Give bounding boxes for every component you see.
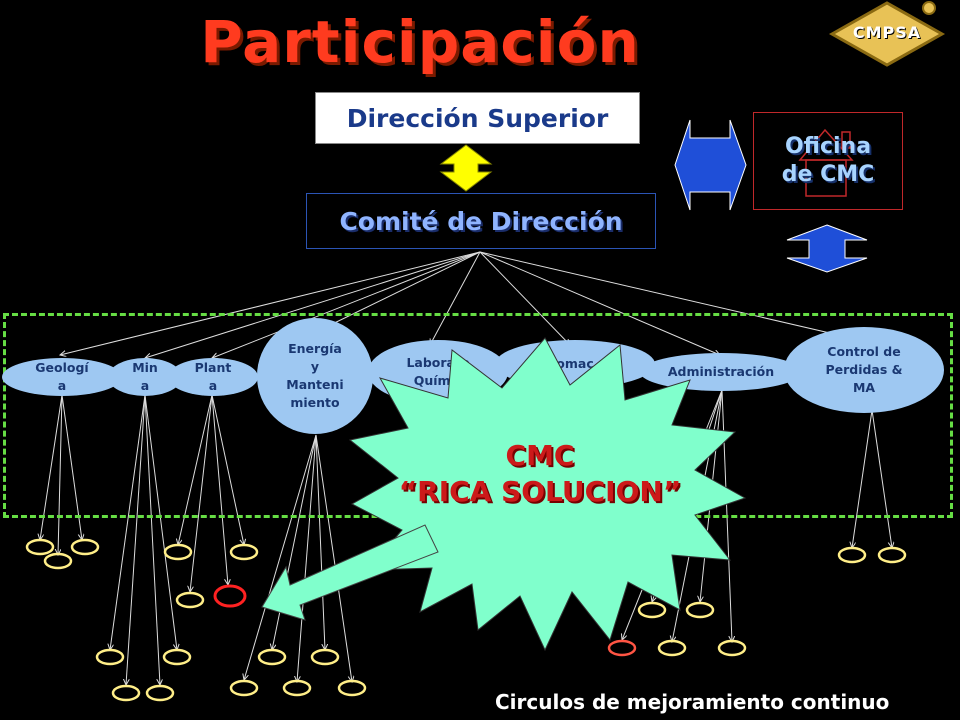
area-label: MA	[852, 380, 876, 395]
area-mina: Min a	[108, 358, 182, 396]
area-label: Min	[132, 360, 158, 375]
area-label: Manteni	[286, 377, 344, 392]
circle-node	[310, 648, 340, 666]
house-icon	[798, 128, 854, 197]
direccion-superior-box: Dirección Superior	[315, 92, 640, 144]
circle-node	[229, 679, 259, 697]
cmc-pointer-arrow	[261, 524, 439, 621]
yellow-double-arrow-icon	[439, 144, 493, 192]
circle-node	[717, 639, 747, 657]
area-planta: Plant a	[168, 358, 258, 396]
comite-direccion-box: Comité de Dirección	[306, 193, 656, 249]
area-label: Administración	[667, 364, 775, 379]
cmc-title: CMC	[505, 439, 575, 472]
cmc-starburst-shape	[348, 337, 747, 652]
circle-node	[95, 648, 125, 666]
area-label: omac	[556, 356, 594, 371]
area-label: y	[310, 359, 320, 374]
circle-node	[162, 648, 192, 666]
circle-node	[877, 546, 907, 564]
area-control-perdidas: Control de Perdidas & MA	[784, 327, 944, 413]
blue-horizontal-arrow-icon	[674, 119, 747, 211]
circle-node	[837, 546, 867, 564]
area-label: a	[57, 378, 67, 393]
page-title: Participación	[200, 8, 640, 76]
area-label: Geologí	[35, 360, 89, 375]
oficina-line1: Oficina	[784, 134, 872, 159]
area-label: Control de	[827, 344, 901, 359]
oficina-line2: de CMC	[781, 162, 875, 187]
area-label: Plant	[194, 360, 232, 375]
circle-node	[257, 648, 287, 666]
highlighted-circle-node	[213, 584, 247, 608]
circle-node	[685, 601, 715, 619]
highlighted-circle-node	[607, 639, 637, 657]
cmc-callout: CMC “RICA SOLUCION”	[360, 438, 720, 510]
circle-node	[657, 639, 687, 657]
circle-node	[43, 552, 73, 570]
area-label: miento	[290, 395, 340, 410]
area-label: a	[208, 378, 218, 393]
cmpsa-logo-text: CMPSA	[852, 23, 922, 42]
circle-node	[163, 543, 193, 561]
cmpsa-logo-icon	[828, 1, 946, 67]
circle-node	[229, 543, 259, 561]
area-label: Energía	[288, 341, 342, 356]
area-administracion: Administración	[640, 353, 802, 391]
circulos-group	[25, 538, 907, 702]
circle-node	[111, 684, 141, 702]
circle-node	[637, 601, 667, 619]
oficina-cmc-box: Oficina de CMC	[753, 112, 903, 210]
blue-vertical-arrow-icon	[786, 224, 868, 273]
cmc-subtitle: “RICA SOLUCION”	[398, 475, 682, 508]
circle-node	[337, 679, 367, 697]
circle-node	[25, 538, 55, 556]
circle-node	[175, 591, 205, 609]
circle-node	[145, 684, 175, 702]
circle-node	[282, 679, 312, 697]
area-label: Perdidas &	[825, 362, 903, 377]
area-label: a	[140, 378, 150, 393]
circle-node	[70, 538, 100, 556]
area-geologia: Geologí a	[2, 358, 122, 396]
footer-caption: Circulos de mejoramiento continuo	[495, 690, 890, 714]
